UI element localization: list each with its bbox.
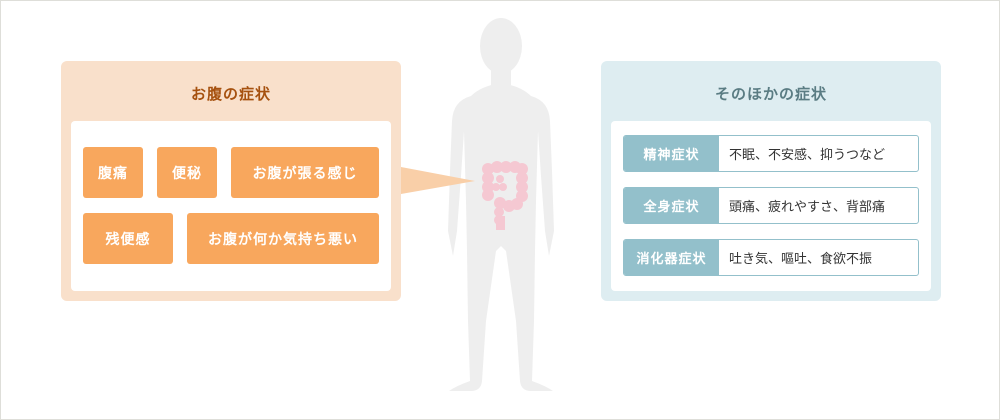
other-symptoms-panel: そのほかの症状 精神症状 不眠、不安感、抑うつなど 全身症状 頭痛、疲れやすさ、… <box>601 61 941 301</box>
abdomen-symptoms-panel: お腹の症状 腹痛 便秘 お腹が張る感じ 残便感 お腹が何か気持ち悪い <box>61 61 401 301</box>
symptom-tag: 便秘 <box>157 147 217 198</box>
other-symptoms-list: 精神症状 不眠、不安感、抑うつなど 全身症状 頭痛、疲れやすさ、背部痛 消化器症… <box>611 121 931 291</box>
symptom-row: 精神症状 不眠、不安感、抑うつなど <box>623 135 919 172</box>
symptom-category-label: 消化器症状 <box>624 240 719 275</box>
symptom-tag: 腹痛 <box>83 147 143 198</box>
symptom-category-value: 不眠、不安感、抑うつなど <box>729 148 886 163</box>
abdomen-panel-title: お腹の症状 <box>190 85 271 103</box>
symptom-category-label: 全身症状 <box>624 188 719 223</box>
symptom-category-value: 吐き気、嘔吐、食欲不振 <box>729 252 873 267</box>
symptom-tag: 残便感 <box>83 213 173 264</box>
symptom-category-label: 精神症状 <box>624 136 719 171</box>
symptom-tag: お腹が張る感じ <box>231 147 379 198</box>
callout-pointer <box>401 167 475 194</box>
abdomen-tags-container: 腹痛 便秘 お腹が張る感じ 残便感 お腹が何か気持ち悪い <box>71 121 391 291</box>
symptom-row: 全身症状 頭痛、疲れやすさ、背部痛 <box>623 187 919 224</box>
other-panel-title: そのほかの症状 <box>714 85 827 103</box>
symptom-category-value: 頭痛、疲れやすさ、背部痛 <box>729 200 886 215</box>
symptom-row: 消化器症状 吐き気、嘔吐、食欲不振 <box>623 239 919 276</box>
human-body-icon <box>448 18 554 391</box>
symptom-tag: お腹が何か気持ち悪い <box>187 213 379 264</box>
